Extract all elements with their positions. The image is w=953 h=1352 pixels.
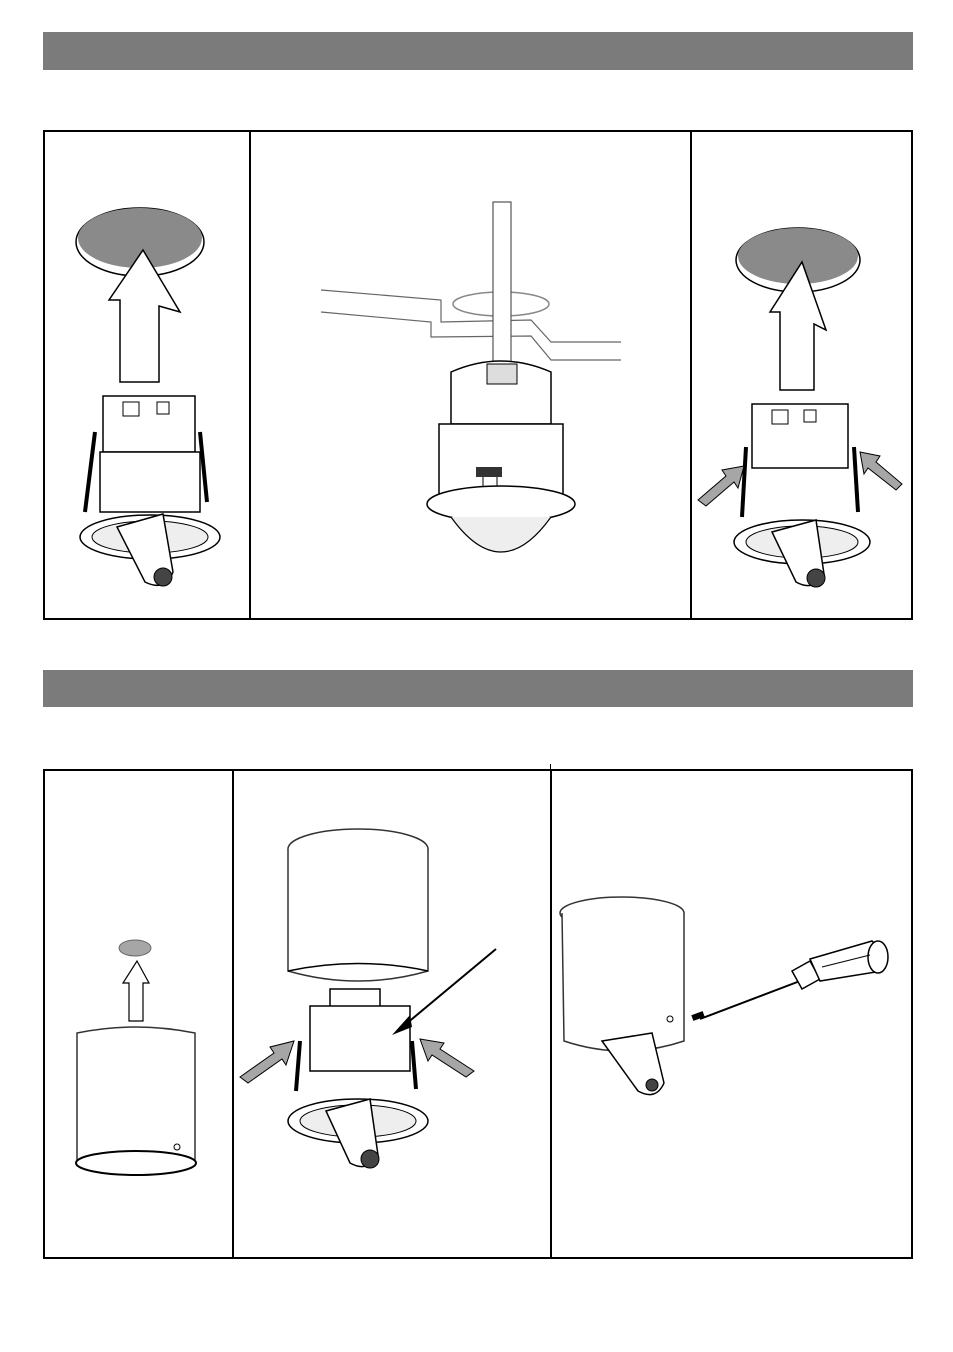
housing-screwdriver-illustration [552,771,911,1257]
panel-housing-assembly [234,771,550,1257]
panel-camera-clips [692,132,911,618]
section-1-header-bar [43,32,913,70]
housing-assembly-illustration [234,771,550,1257]
housing-cutout-illustration [45,771,232,1257]
camera-clips-illustration [692,132,911,618]
panel-housing-cutout [45,771,232,1257]
panel-ceiling-hole-arrow [45,132,249,618]
ceiling-mount-illustration [251,132,690,618]
camera-lift-illustration [45,132,249,618]
section-1-illustration-table [43,130,913,620]
section-2-illustration-table [43,769,913,1259]
panel-camera-in-ceiling [251,132,690,618]
panel-housing-screwdriver [552,771,911,1257]
section-2-header-bar [43,670,913,707]
